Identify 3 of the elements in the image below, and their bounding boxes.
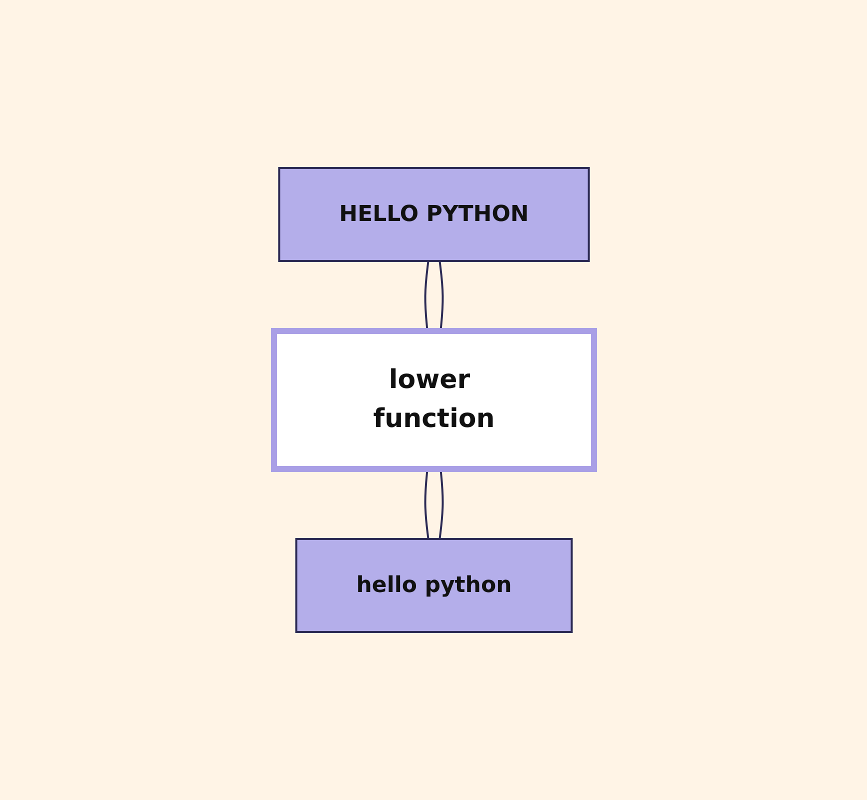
- node-box: hello python: [294, 538, 572, 633]
- node-box: HELLO PYTHON: [278, 167, 590, 262]
- node-box: lower function: [270, 328, 596, 472]
